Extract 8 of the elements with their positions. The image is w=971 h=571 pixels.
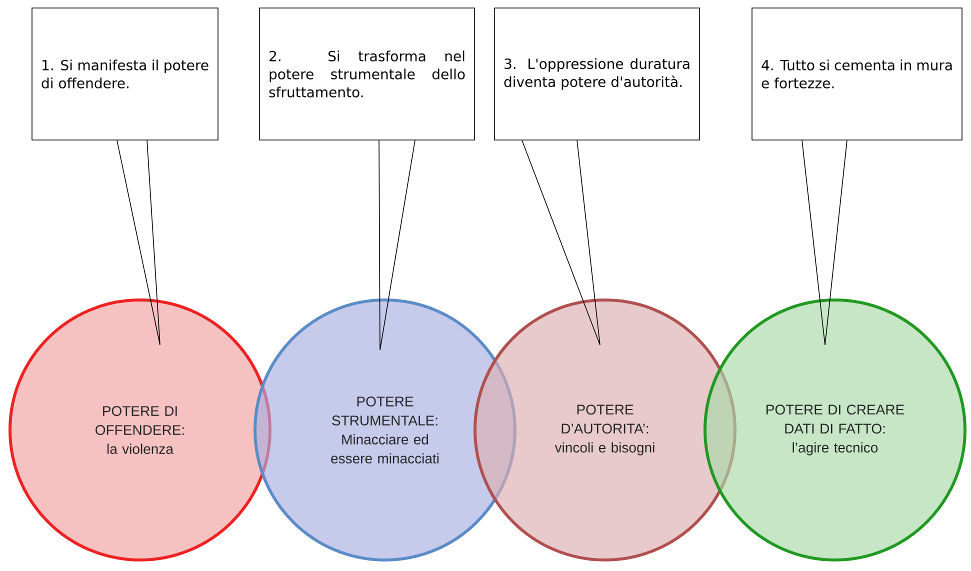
callout-box: 1. Si manifesta il potere di offendere. [32,8,218,140]
callout-pointer [522,140,600,346]
callout-pointer [802,140,848,346]
callout-pointer [378,140,416,350]
callout-box: 4. Tutto si cementa in mura e fortezze. [752,8,962,140]
callout-box: 2. Si trasforma nel potere strumentale dello sfruttamento. [259,8,475,140]
callout-pointer [116,140,160,346]
callout-box: 3. L'oppressione duratura diventa potere d'autorità. [494,8,700,140]
